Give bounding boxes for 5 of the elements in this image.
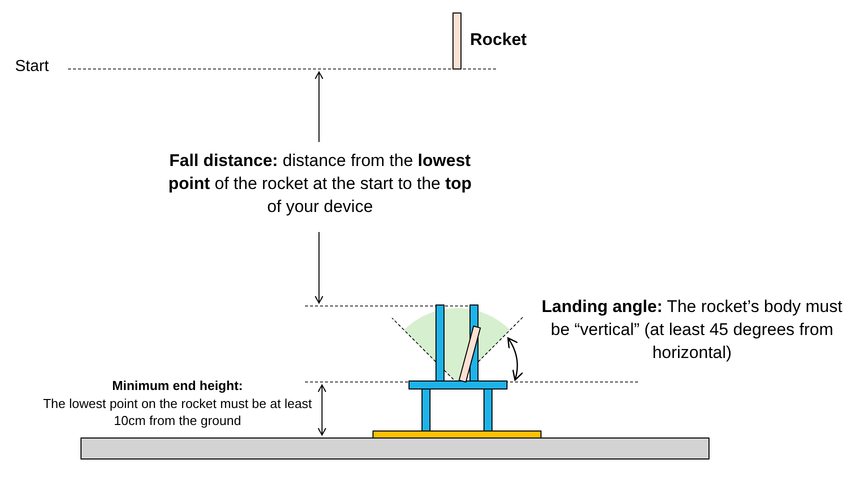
start-label: Start [15,58,49,76]
minimum-height-text: The lowest point on the rocket must be at least 10cm from the ground [42,396,313,430]
rocket-label: Rocket [470,30,527,50]
minimum-height-heading: Minimum end height: [111,378,244,393]
landing-angle-text: Landing angle: The rocket’s body must be “vertical” (at least 45 degrees from horizontal) [540,296,844,364]
